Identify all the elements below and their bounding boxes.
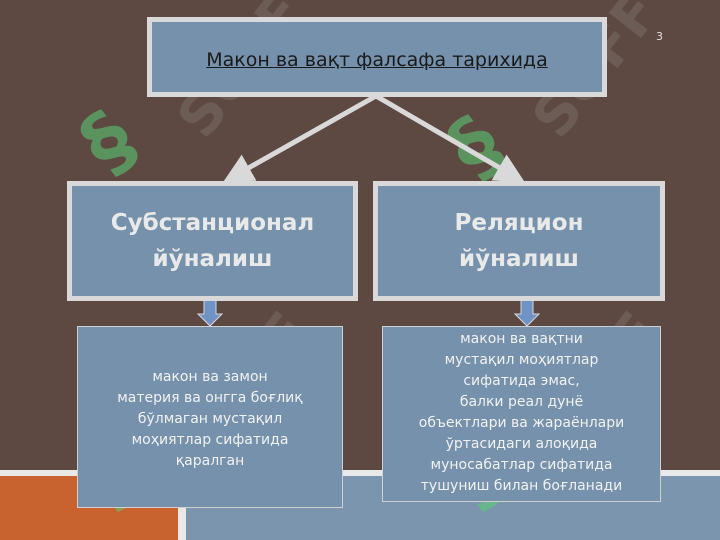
branch-box-relational: Реляцион йўналиш [373,181,665,301]
down-arrow-left-icon [196,299,224,327]
description-substantial: макон ва замон материя ва онгга боғлиқ б… [77,326,343,508]
branch-label-substantial: Субстанционал йўналиш [110,210,315,272]
branch-label-relational: Реляцион йўналиш [454,210,584,272]
description-relational: макон ва вақтни мустақил моҳиятлар сифат… [382,326,661,502]
title-box: Макон ва вақт фалсафа тарихида [147,17,607,97]
arrow-to-right-branch [374,93,525,183]
slide-number: 3 [656,30,663,43]
branch-box-substantial: Субстанционал йўналиш [67,181,358,301]
down-arrow-right-icon [513,299,541,327]
arrow-to-left-branch [222,93,378,183]
slide-title: Макон ва вақт фалсафа тарихида [206,49,548,71]
